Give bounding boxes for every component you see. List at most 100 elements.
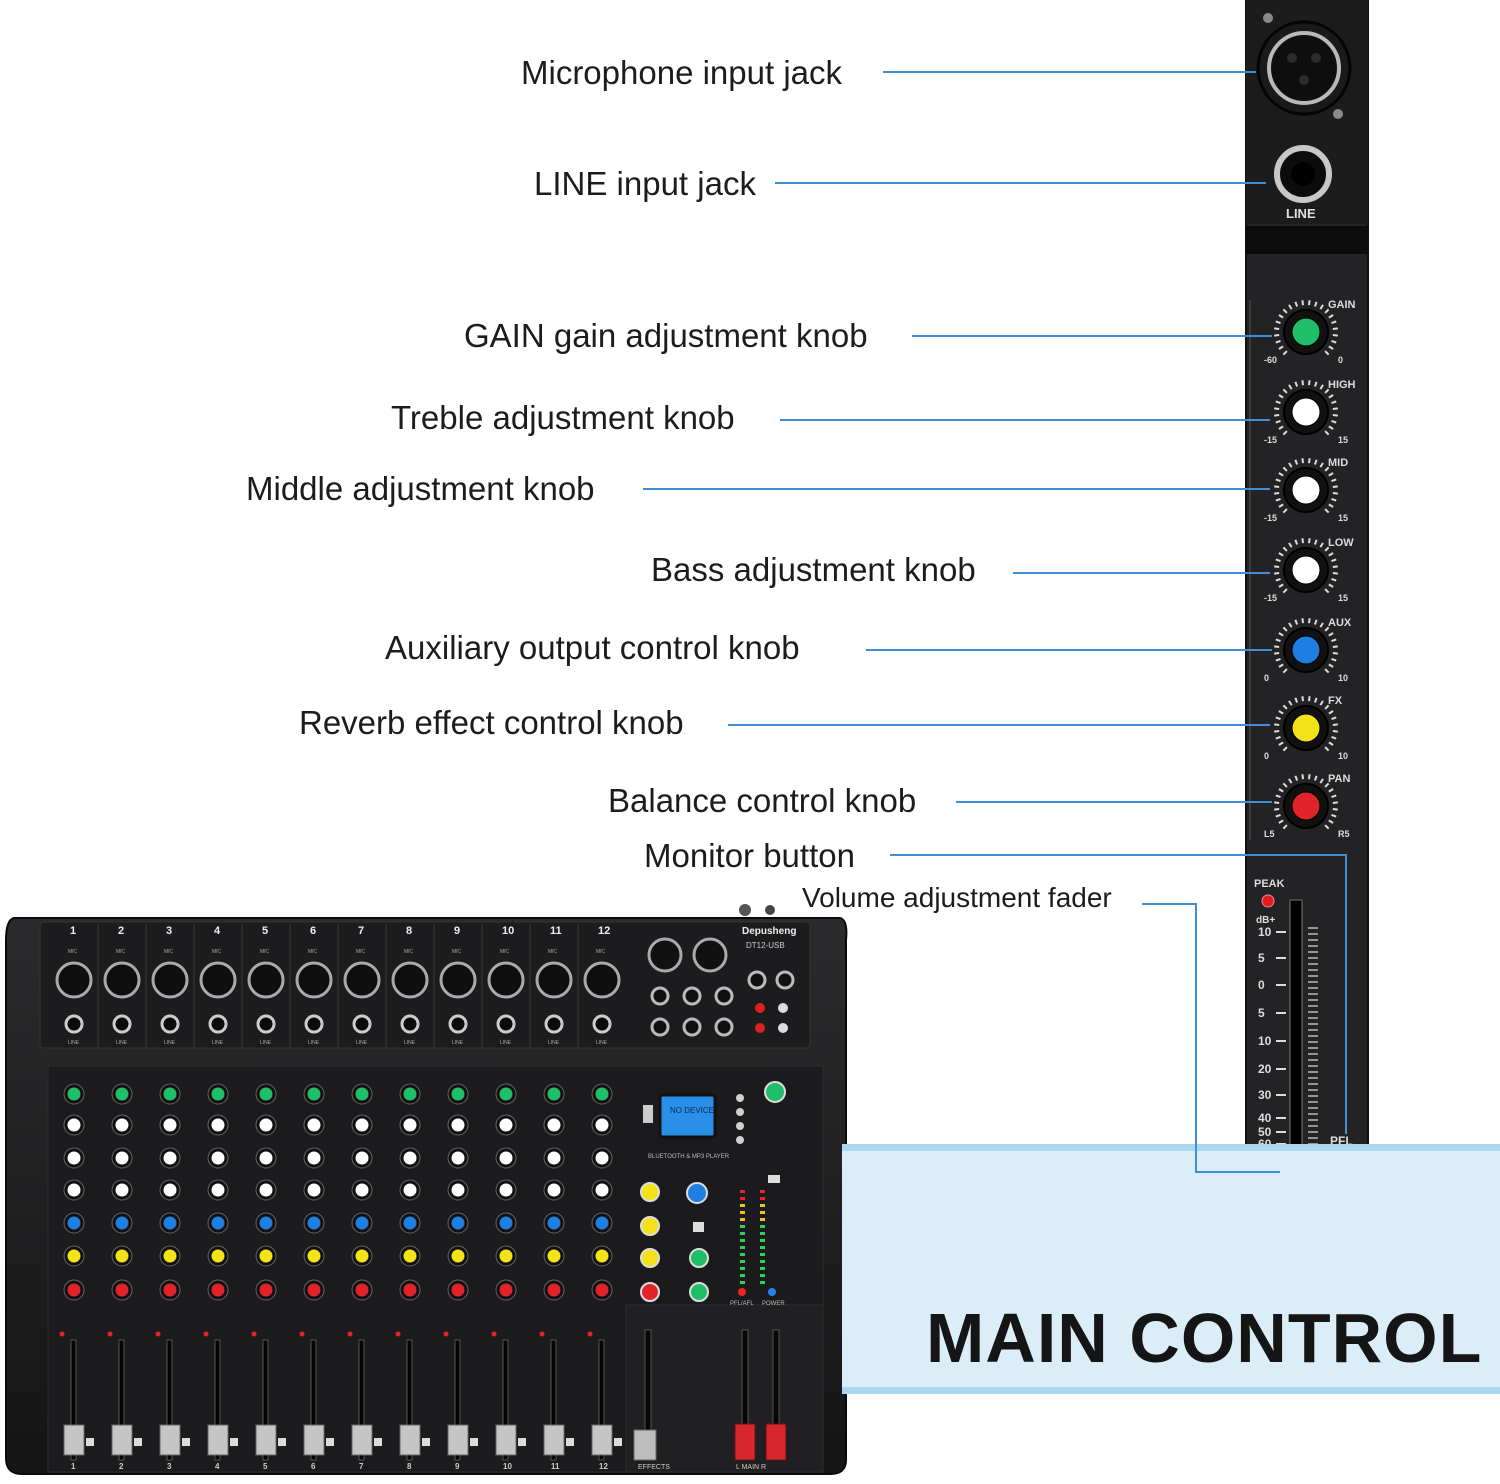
mixer-knob[interactable] [163, 1283, 177, 1297]
mixer-knob[interactable] [307, 1183, 321, 1197]
mixer-knob[interactable] [547, 1087, 561, 1101]
mixer-knob[interactable] [307, 1151, 321, 1165]
mixer-knob[interactable] [595, 1087, 609, 1101]
mixer-knob[interactable] [259, 1249, 273, 1263]
mixer-knob[interactable] [499, 1151, 513, 1165]
mixer-knob[interactable] [115, 1087, 129, 1101]
mixer-fader-cap[interactable] [447, 1424, 469, 1456]
mixer-knob[interactable] [595, 1118, 609, 1132]
mixer-knob[interactable] [163, 1118, 177, 1132]
mixer-pfl-button[interactable] [278, 1438, 286, 1446]
mixer-knob[interactable] [211, 1283, 225, 1297]
mixer-knob[interactable] [451, 1216, 465, 1230]
mixer-pfl-button[interactable] [86, 1438, 94, 1446]
mixer-fader-cap[interactable] [351, 1424, 373, 1456]
mixer-pfl-button[interactable] [326, 1438, 334, 1446]
mixer-fader-cap[interactable] [591, 1424, 613, 1456]
mixer-fader-cap[interactable] [111, 1424, 133, 1456]
mixer-knob[interactable] [547, 1283, 561, 1297]
mixer-knob[interactable] [451, 1087, 465, 1101]
mixer-knob[interactable] [595, 1151, 609, 1165]
mixer-knob[interactable] [403, 1283, 417, 1297]
mixer-knob[interactable] [259, 1087, 273, 1101]
mixer-knob[interactable] [499, 1118, 513, 1132]
mixer-knob[interactable] [451, 1283, 465, 1297]
mixer-pfl-button[interactable] [182, 1438, 190, 1446]
mixer-knob[interactable] [259, 1216, 273, 1230]
mixer-fader-cap[interactable] [207, 1424, 229, 1456]
mixer-knob[interactable] [403, 1216, 417, 1230]
mixer-knob[interactable] [403, 1151, 417, 1165]
mixer-knob[interactable] [163, 1216, 177, 1230]
mixer-knob[interactable] [451, 1118, 465, 1132]
mixer-knob[interactable] [451, 1249, 465, 1263]
mixer-pfl-button[interactable] [470, 1438, 478, 1446]
mixer-knob[interactable] [115, 1118, 129, 1132]
mixer-knob[interactable] [499, 1249, 513, 1263]
mixer-knob[interactable] [547, 1183, 561, 1197]
mixer-knob[interactable] [163, 1249, 177, 1263]
mixer-knob[interactable] [499, 1087, 513, 1101]
mixer-fader-cap[interactable] [543, 1424, 565, 1456]
mixer-knob[interactable] [67, 1283, 81, 1297]
mixer-knob[interactable] [67, 1216, 81, 1230]
mixer-knob[interactable] [499, 1216, 513, 1230]
mixer-knob[interactable] [307, 1216, 321, 1230]
mixer-pfl-button[interactable] [230, 1438, 238, 1446]
mixer-knob[interactable] [307, 1249, 321, 1263]
mixer-knob[interactable] [115, 1151, 129, 1165]
mixer-knob[interactable] [451, 1183, 465, 1197]
mixer-pfl-button[interactable] [518, 1438, 526, 1446]
mixer-knob[interactable] [211, 1151, 225, 1165]
mixer-knob[interactable] [259, 1118, 273, 1132]
mixer-knob[interactable] [499, 1283, 513, 1297]
mixer-knob[interactable] [355, 1216, 369, 1230]
mixer-knob[interactable] [211, 1087, 225, 1101]
mixer-pfl-button[interactable] [566, 1438, 574, 1446]
mixer-knob[interactable] [595, 1216, 609, 1230]
mixer-pfl-button[interactable] [422, 1438, 430, 1446]
mixer-knob[interactable] [211, 1183, 225, 1197]
mixer-knob[interactable] [163, 1151, 177, 1165]
mixer-knob[interactable] [355, 1087, 369, 1101]
mixer-fader-cap[interactable] [159, 1424, 181, 1456]
mixer-pfl-button[interactable] [614, 1438, 622, 1446]
mixer-knob[interactable] [595, 1183, 609, 1197]
mixer-knob[interactable] [499, 1183, 513, 1197]
mixer-pfl-button[interactable] [374, 1438, 382, 1446]
mixer-knob[interactable] [355, 1249, 369, 1263]
mixer-knob[interactable] [355, 1183, 369, 1197]
mixer-pfl-button[interactable] [134, 1438, 142, 1446]
mixer-knob[interactable] [67, 1087, 81, 1101]
mixer-fader-cap[interactable] [255, 1424, 277, 1456]
mixer-knob[interactable] [307, 1118, 321, 1132]
mixer-fader-cap[interactable] [399, 1424, 421, 1456]
mixer-fader-cap[interactable] [63, 1424, 85, 1456]
mixer-knob[interactable] [403, 1087, 417, 1101]
mixer-fader-cap[interactable] [303, 1424, 325, 1456]
mixer-knob[interactable] [115, 1283, 129, 1297]
mixer-knob[interactable] [67, 1151, 81, 1165]
mixer-knob[interactable] [547, 1118, 561, 1132]
mixer-knob[interactable] [67, 1249, 81, 1263]
mixer-knob[interactable] [307, 1283, 321, 1297]
mixer-knob[interactable] [67, 1118, 81, 1132]
mixer-knob[interactable] [595, 1249, 609, 1263]
mixer-knob[interactable] [115, 1249, 129, 1263]
mixer-knob[interactable] [547, 1151, 561, 1165]
mixer-knob[interactable] [547, 1216, 561, 1230]
mixer-knob[interactable] [115, 1216, 129, 1230]
mixer-knob[interactable] [259, 1283, 273, 1297]
mixer-knob[interactable] [403, 1118, 417, 1132]
mixer-knob[interactable] [211, 1118, 225, 1132]
mixer-knob[interactable] [259, 1151, 273, 1165]
mixer-knob[interactable] [403, 1249, 417, 1263]
mixer-knob[interactable] [115, 1183, 129, 1197]
mixer-knob[interactable] [451, 1151, 465, 1165]
mixer-knob[interactable] [163, 1183, 177, 1197]
